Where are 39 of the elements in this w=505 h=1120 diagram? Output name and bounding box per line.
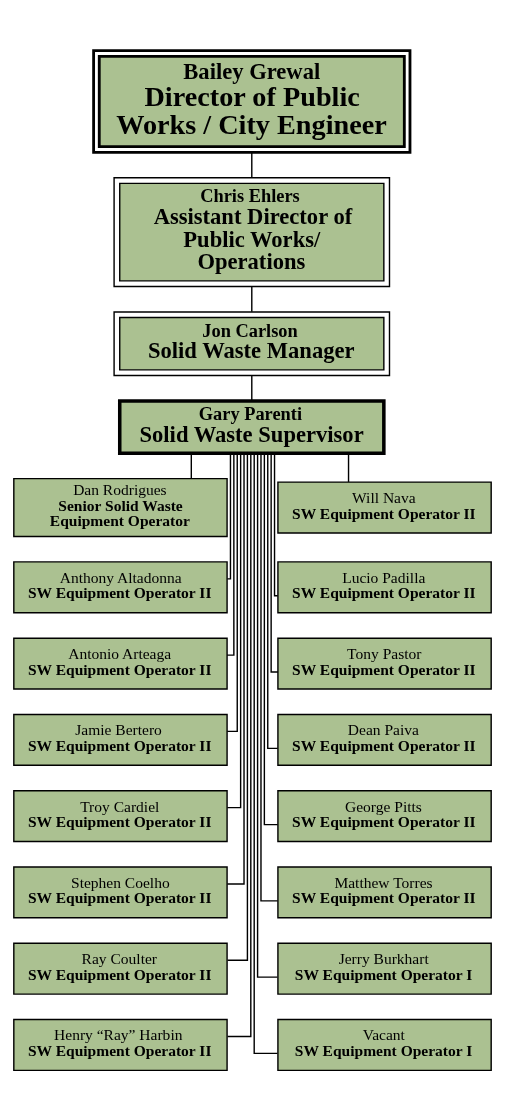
- node-box: Will Nava SW Equipment Operator II: [277, 480, 492, 534]
- connector: [226, 452, 232, 580]
- node-box: Matthew Torres SW Equipment Operator II: [277, 865, 492, 919]
- node-box: Dean Paiva SW Equipment Operator II: [277, 713, 492, 766]
- connector: [226, 452, 245, 885]
- node-box: Lucio Padilla SW Equipment Operator II: [277, 560, 492, 613]
- connector: [251, 285, 253, 312]
- node-box: Chris Ehlers Assistant Director of Public Works/ Operations: [113, 176, 391, 287]
- node-box: Stephen Coelho SW Equipment Operator II: [13, 865, 228, 919]
- connector: [226, 452, 249, 961]
- connector: [273, 452, 279, 596]
- connector: [226, 452, 242, 808]
- node-box: Anthony Altadonna SW Equipment Operator II: [13, 560, 228, 613]
- connector: [260, 452, 279, 902]
- node-box: Ray Coulter SW Equipment Operator II: [13, 942, 228, 995]
- node-box: Dan Rodrigues Senior Solid Waste Equipment Operator: [13, 477, 228, 537]
- connector: [226, 452, 252, 1037]
- connector: [347, 452, 350, 483]
- node-box: Troy Cardiel SW Equipment Operator II: [13, 789, 228, 842]
- node-box: Jamie Bertero SW Equipment Operator II: [13, 713, 228, 766]
- connector: [267, 452, 279, 749]
- connector: [251, 374, 253, 401]
- node-box: Tony Pastor SW Equipment Operator II: [277, 636, 492, 690]
- node-box: Bailey Grewal Director of Public Works / City Engineer: [92, 48, 412, 154]
- node-box: Vacant SW Equipment Operator I: [277, 1018, 492, 1071]
- connector: [226, 452, 238, 732]
- node-box: Gary Parenti Solid Waste Supervisor: [117, 398, 386, 455]
- connector: [263, 452, 279, 825]
- connector: [270, 452, 279, 673]
- node-box: George Pitts SW Equipment Operator II: [277, 789, 492, 842]
- connector: [226, 452, 235, 656]
- connector: [190, 452, 192, 479]
- connector: [251, 151, 253, 178]
- node-box: Henry “Ray” Harbin SW Equipment Operator II: [13, 1018, 228, 1071]
- connector: [256, 452, 279, 978]
- node-box: Jon Carlson Solid Waste Manager: [113, 310, 391, 376]
- connector: [253, 452, 279, 1054]
- node-box: Antonio Arteaga SW Equipment Operator II: [13, 636, 228, 690]
- node-box: Jerry Burkhart SW Equipment Operator I: [277, 942, 492, 995]
